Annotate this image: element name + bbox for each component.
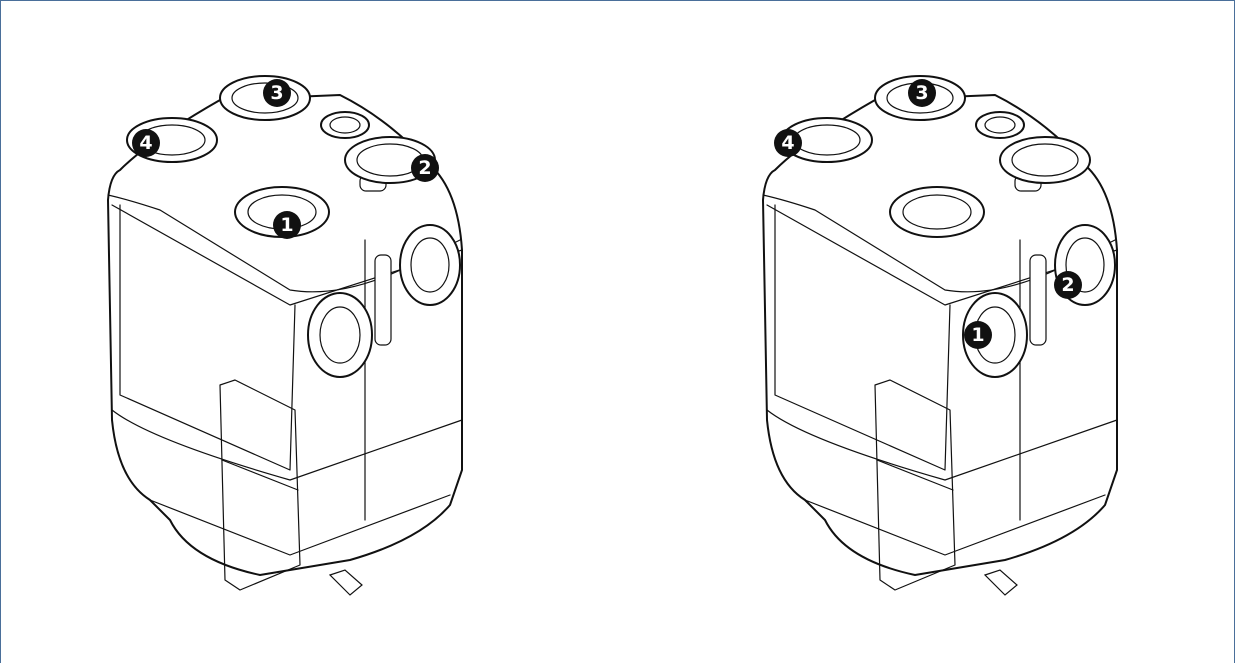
ventilation-unit-right: 1 2 3 4 [762, 75, 1118, 596]
svg-text:4: 4 [139, 132, 152, 154]
svg-text:3: 3 [270, 82, 283, 104]
top-port-small-left [320, 111, 370, 139]
svg-text:2: 2 [1061, 274, 1074, 296]
badge-1-left: 1 [273, 211, 301, 239]
top-port-upper-right [999, 136, 1091, 184]
badge-4-left: 4 [132, 129, 160, 157]
badge-2-right: 2 [1054, 271, 1082, 299]
badge-2-left: 2 [411, 154, 439, 182]
svg-text:1: 1 [971, 324, 984, 346]
badge-1-right: 1 [964, 321, 992, 349]
badge-3-right: 3 [908, 79, 936, 107]
svg-text:2: 2 [418, 157, 431, 179]
top-port-front-right [889, 186, 985, 238]
svg-text:1: 1 [280, 214, 293, 236]
ventilation-unit-left: 1 2 3 4 [107, 75, 463, 596]
svg-text:4: 4 [781, 132, 794, 154]
badge-4-right: 4 [774, 129, 802, 157]
svg-text:3: 3 [915, 82, 928, 104]
top-port-small-right [975, 111, 1025, 139]
badge-3-left: 3 [263, 79, 291, 107]
